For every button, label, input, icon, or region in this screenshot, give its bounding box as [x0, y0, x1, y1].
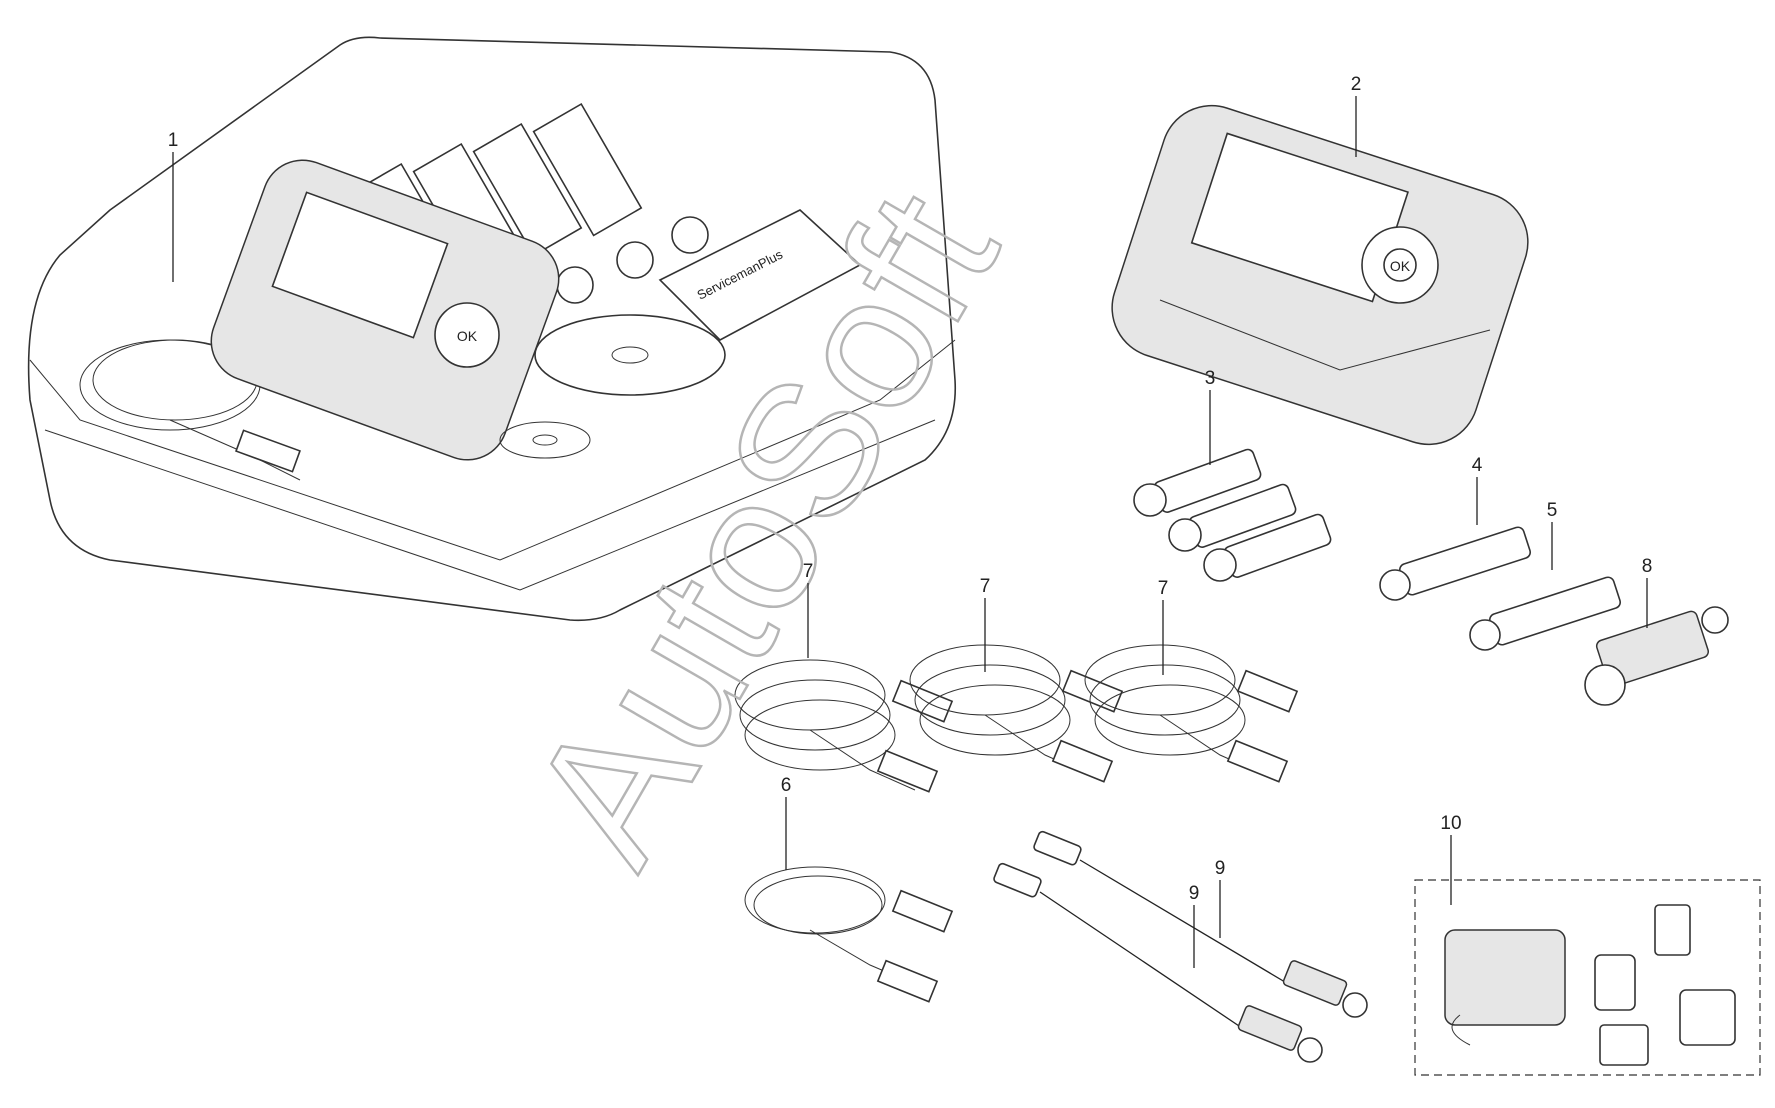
- cable-9a: [1033, 830, 1368, 1018]
- hose-7c: [1084, 644, 1299, 783]
- callout-7b: 7: [980, 576, 991, 597]
- device-ok-button-label: OK: [1390, 258, 1411, 274]
- callout-9a: 9: [1215, 858, 1226, 879]
- callout-6: 6: [781, 775, 792, 796]
- adapter-4: [1379, 526, 1532, 601]
- adapter-5: [1469, 576, 1622, 651]
- carry-case: OK ServicemanPlus: [27, 36, 957, 622]
- callout-10: 10: [1440, 813, 1461, 834]
- callout-7a: 7: [803, 561, 814, 582]
- callout-3: 3: [1205, 368, 1216, 389]
- callout-4: 4: [1472, 455, 1483, 476]
- hose-6: [744, 866, 954, 1003]
- hose-7a: [734, 659, 954, 793]
- handheld-device: OK: [1111, 104, 1529, 446]
- callouts: 1 2 3 4 5 6 7 7 7 8 9 9 10: [168, 74, 1653, 968]
- callout-7c: 7: [1158, 578, 1169, 599]
- callout-8: 8: [1642, 556, 1653, 577]
- adapter-set: [1133, 448, 1332, 582]
- callout-5: 5: [1547, 500, 1558, 521]
- callout-2: 2: [1351, 74, 1362, 95]
- adapter-8: [1584, 606, 1729, 706]
- case-device-ok-button-label: OK: [457, 328, 478, 344]
- callout-9b: 9: [1189, 883, 1200, 904]
- power-supply-kit: [1414, 879, 1761, 1076]
- cable-9b: [993, 862, 1323, 1063]
- callout-1: 1: [168, 130, 179, 151]
